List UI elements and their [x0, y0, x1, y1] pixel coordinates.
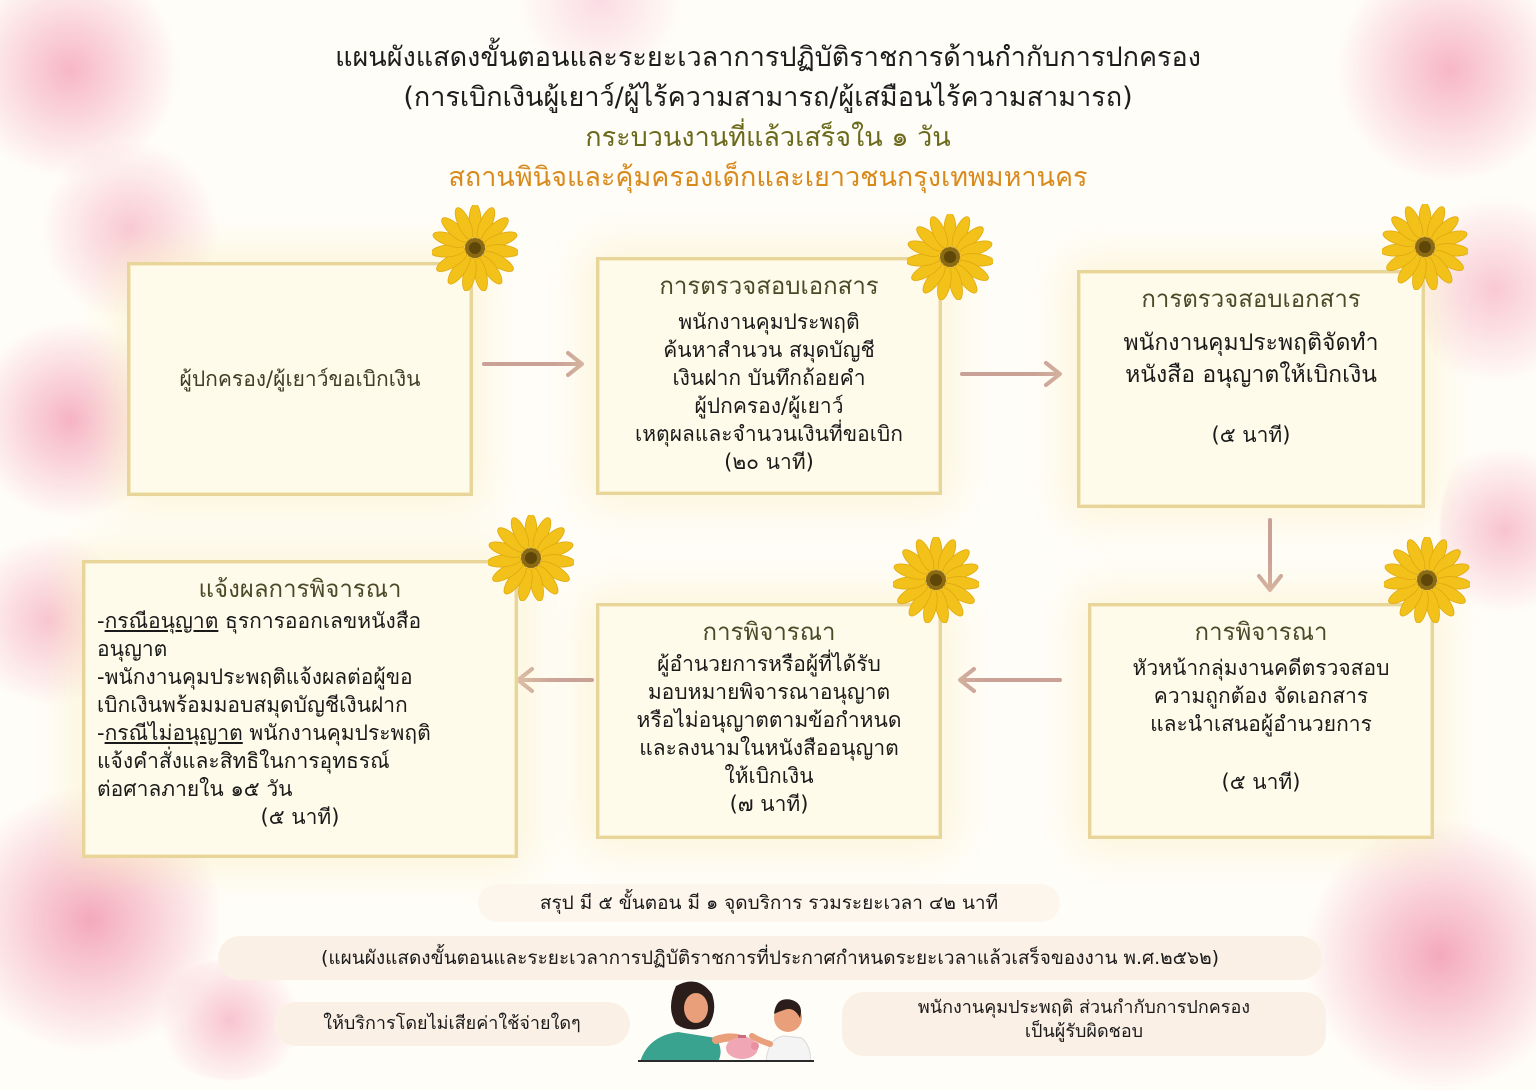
flower-icon: [432, 205, 518, 291]
step-4-line: และนำเสนอผู้อำนวยการ: [1150, 712, 1372, 736]
step-2-line: เงินฝาก บันทึกถ้อยคำ: [672, 366, 866, 390]
step-4-line: หัวหน้ากลุ่มงานคดีตรวจสอบ: [1132, 656, 1390, 680]
step-6-line: เบิกเงินพร้อมมอบสมุดบัญชีเงินฝาก: [97, 693, 408, 717]
step-6-heading: แจ้งผลการพิจารณา: [198, 575, 402, 603]
step-6-line: -กรณีไม่อนุญาต พนักงานคุมประพฤติ: [97, 721, 431, 745]
step-2-line: พนักงานคุมประพฤติ: [678, 310, 860, 334]
flower-icon: [1384, 537, 1470, 623]
arrow-left-icon: [516, 667, 594, 693]
step-1-text: ผู้ปกครอง/ผู้เยาว์ขอเบิกเงิน: [179, 367, 421, 391]
step-6-line: อนุญาต: [97, 637, 168, 661]
responsible-line-1: พนักงานคุมประพฤติ ส่วนกำกับการปกครอง: [917, 997, 1251, 1018]
flower-icon: [1382, 204, 1468, 290]
step-6-time: (๕ นาที): [260, 805, 340, 829]
step-5-heading: การพิจารณา: [702, 618, 836, 646]
sub-title: (การเบิกเงินผู้เยาว์/ผู้ไร้ความสามารถ/ผู…: [403, 82, 1133, 113]
step-2-line: เหตุผลและจำนวนเงินที่ขอเบิก: [635, 422, 903, 446]
arrow-left-icon: [958, 667, 1062, 693]
step-5-box: การพิจารณา ผู้อำนวยการหรือผู้ที่ได้รับ ม…: [596, 603, 942, 839]
note-pill: (แผนผังแสดงขั้นตอนและระยะเวลาการปฏิบัติร…: [218, 936, 1322, 980]
step-3-box: การตรวจสอบเอกสาร พนักงานคุมประพฤติจัดทำ …: [1077, 270, 1425, 508]
step-5-line: และลงนามในหนังสืออนุญาต: [639, 736, 899, 760]
agency-title: สถานพินิจและคุ้มครองเด็กและเยาวชนกรุงเทพ…: [448, 162, 1088, 193]
arrow-right-icon: [482, 351, 584, 377]
step-4-line: ความถูกต้อง จัดเอกสาร: [1153, 684, 1369, 708]
step-4-box: การพิจารณา หัวหน้ากลุ่มงานคดีตรวจสอบ ควา…: [1088, 603, 1434, 839]
step-5-line: ให้เบิกเงิน: [724, 764, 814, 788]
step-3-line: พนักงานคุมประพฤติจัดทำ: [1123, 330, 1379, 356]
step-5-line: มอบหมายพิจารณาอนุญาต: [647, 680, 891, 704]
step-5-time: (๗ นาที): [729, 792, 809, 816]
step-2-heading: การตรวจสอบเอกสาร: [659, 272, 879, 300]
step-4-heading: การพิจารณา: [1194, 618, 1328, 646]
free-service-pill: ให้บริการโดยไม่เสียค่าใช้จ่ายใดๆ: [274, 1002, 630, 1046]
step-6-line: -กรณีอนุญาต ธุรการออกเลขหนังสือ: [97, 609, 422, 633]
step-3-time: (๕ นาที): [1211, 423, 1291, 447]
case-rejected-text: พนักงานคุมประพฤติ: [242, 721, 431, 745]
parent-child-savings-illustration: [638, 981, 814, 1062]
case-approved-label: กรณีอนุญาต: [104, 609, 219, 633]
main-title: แผนผังแสดงขั้นตอนและระยะเวลาการปฏิบัติรา…: [335, 42, 1201, 73]
arrow-down-icon: [1257, 518, 1283, 592]
step-2-line: ค้นหาสำนวน สมุดบัญชี: [663, 338, 875, 362]
flower-icon: [488, 515, 574, 601]
step-2-time: (๒๐ นาที): [724, 450, 814, 474]
duration-title: กระบวนงานที่แล้วเสร็จใน ๑ วัน: [585, 122, 951, 153]
summary-pill: สรุป มี ๕ ขั้นตอน มี ๑ จุดบริการ รวมระยะ…: [478, 884, 1060, 922]
flower-icon: [893, 537, 979, 623]
step-6-line: -พนักงานคุมประพฤติแจ้งผลต่อผู้ขอ: [97, 665, 413, 689]
step-2-box: การตรวจสอบเอกสาร พนักงานคุมประพฤติ ค้นหา…: [596, 257, 942, 495]
step-5-line: หรือไม่อนุญาตตามข้อกำหนด: [636, 708, 902, 732]
step-6-line: แจ้งคำสั่งและสิทธิในการอุทธรณ์: [97, 749, 390, 773]
step-3-line: หนังสือ อนุญาตให้เบิกเงิน: [1125, 362, 1377, 388]
title-block: แผนผังแสดงขั้นตอนและระยะเวลาการปฏิบัติรา…: [0, 38, 1536, 198]
flower-icon: [907, 214, 993, 300]
responsible-line-2: เป็นผู้รับผิดชอบ: [1024, 1021, 1144, 1042]
arrow-right-icon: [960, 361, 1062, 387]
step-2-line: ผู้ปกครอง/ผู้เยาว์: [694, 394, 844, 418]
step-5-line: ผู้อำนวยการหรือผู้ที่ได้รับ: [657, 652, 881, 676]
case-rejected-label: กรณีไม่อนุญาต: [104, 721, 243, 745]
step-4-time: (๕ นาที): [1221, 770, 1301, 794]
case-approved-text: ธุรการออกเลขหนังสือ: [218, 609, 422, 633]
responsible-pill: พนักงานคุมประพฤติ ส่วนกำกับการปกครอง เป็…: [842, 992, 1326, 1056]
step-6-line: ต่อศาลภายใน ๑๕ วัน: [97, 777, 293, 801]
step-3-heading: การตรวจสอบเอกสาร: [1141, 285, 1361, 313]
step-6-box: แจ้งผลการพิจารณา -กรณีอนุญาต ธุรการออกเล…: [82, 560, 518, 858]
step-1-box: ผู้ปกครอง/ผู้เยาว์ขอเบิกเงิน: [127, 262, 473, 496]
